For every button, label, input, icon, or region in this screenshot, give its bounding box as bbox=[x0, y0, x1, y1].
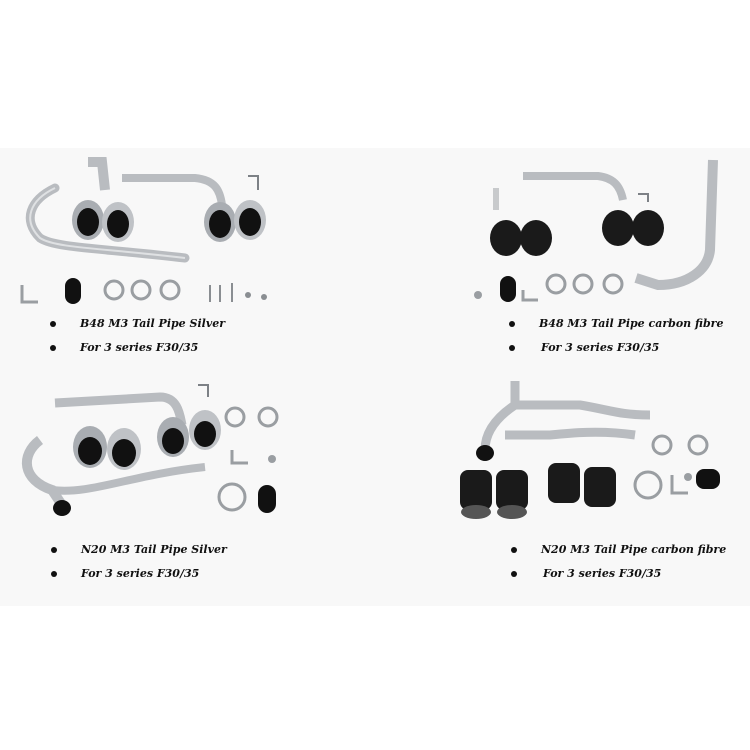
bullet-icon bbox=[50, 321, 56, 327]
bullet-icon bbox=[509, 345, 515, 351]
product-fitment: For 3 series F30/35 bbox=[543, 567, 662, 580]
top-row-band bbox=[0, 148, 750, 370]
product-name: N20 M3 Tail Pipe Silver bbox=[81, 543, 227, 556]
product-fitment: For 3 series F30/35 bbox=[80, 341, 199, 354]
product-fitment: For 3 series F30/35 bbox=[541, 341, 660, 354]
bullet-icon bbox=[51, 571, 57, 577]
bullet-icon bbox=[509, 321, 515, 327]
product-panel-n20-carbon: N20 M3 Tail Pipe carbon fibre For 3 seri… bbox=[460, 375, 730, 600]
product-panel-b48-silver: B48 M3 Tail Pipe Silver For 3 series F30… bbox=[10, 150, 280, 370]
bullet-icon bbox=[511, 547, 517, 553]
n20-silver-kit-photo bbox=[21, 384, 279, 516]
b48-silver-kit-photo bbox=[20, 157, 267, 304]
product-fitment: For 3 series F30/35 bbox=[81, 567, 200, 580]
bullet-icon bbox=[50, 345, 56, 351]
b48-carbon-kit-photo bbox=[474, 159, 718, 302]
n20-carbon-kit-photo bbox=[460, 381, 720, 519]
product-name: N20 M3 Tail Pipe carbon fibre bbox=[541, 543, 727, 556]
product-panel-n20-silver: N20 M3 Tail Pipe Silver For 3 series F30… bbox=[10, 375, 290, 600]
product-name: B48 M3 Tail Pipe Silver bbox=[80, 317, 225, 330]
product-name: B48 M3 Tail Pipe carbon fibre bbox=[539, 317, 724, 330]
product-panel-b48-carbon: B48 M3 Tail Pipe carbon fibre For 3 seri… bbox=[468, 150, 738, 370]
bullet-icon bbox=[511, 571, 517, 577]
bullet-icon bbox=[51, 547, 57, 553]
